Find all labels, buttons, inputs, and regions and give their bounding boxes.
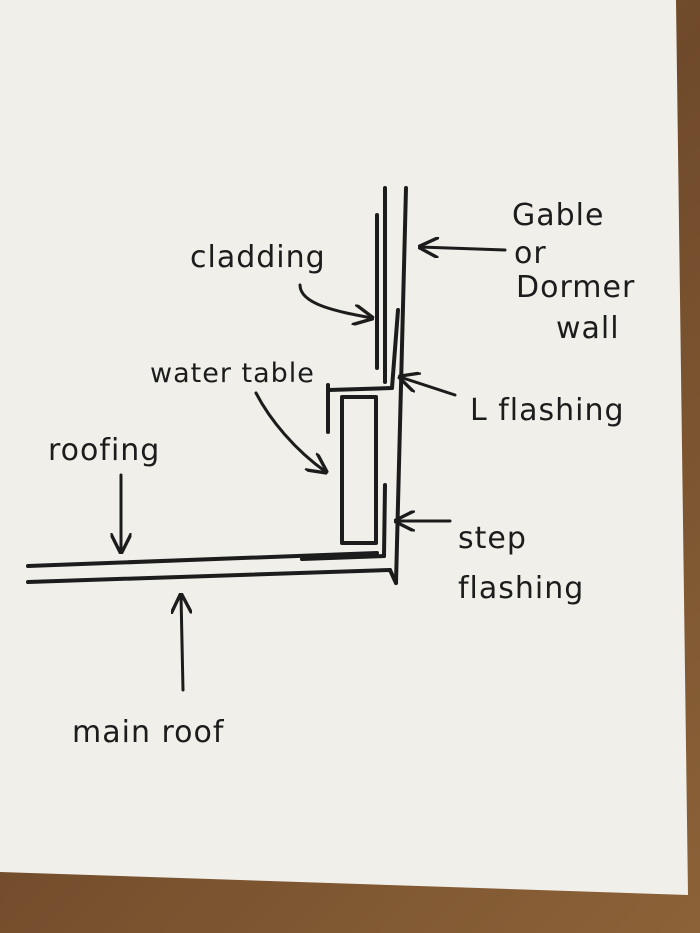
gable-label-line3: Dormer bbox=[516, 270, 635, 305]
gable-arrow bbox=[420, 247, 507, 250]
gable-label-line2: or bbox=[514, 236, 547, 271]
step-flashing bbox=[300, 483, 387, 561]
l-flashing bbox=[326, 308, 400, 434]
roofing-label: roofing bbox=[48, 433, 160, 468]
main-roof-label: main roof bbox=[72, 715, 225, 750]
roof-lines bbox=[26, 551, 398, 585]
cladding-label: cladding bbox=[190, 240, 326, 275]
l-flashing-arrow bbox=[400, 377, 457, 397]
gable-label-line4: wall bbox=[556, 311, 620, 346]
water-table-arrow bbox=[254, 391, 326, 472]
gable-label-line1: Gable bbox=[512, 198, 604, 233]
main-roof-arrow bbox=[181, 595, 183, 692]
l-flashing-label: L flashing bbox=[470, 393, 625, 428]
step-flashing-label-line1: step bbox=[458, 521, 527, 556]
cladding-arrow bbox=[298, 283, 372, 318]
water-table-label: water table bbox=[150, 358, 315, 389]
water-table-board bbox=[340, 395, 378, 545]
step-flashing-label-line2: flashing bbox=[458, 571, 584, 606]
